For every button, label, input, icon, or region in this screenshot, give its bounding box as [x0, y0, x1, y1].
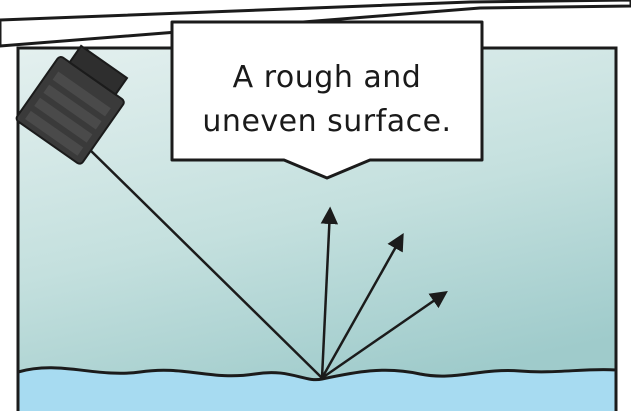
caption-line-2: uneven surface.	[202, 100, 451, 144]
caption-text: A rough and uneven surface.	[172, 25, 482, 175]
caption-line-1: A rough and	[233, 56, 422, 100]
